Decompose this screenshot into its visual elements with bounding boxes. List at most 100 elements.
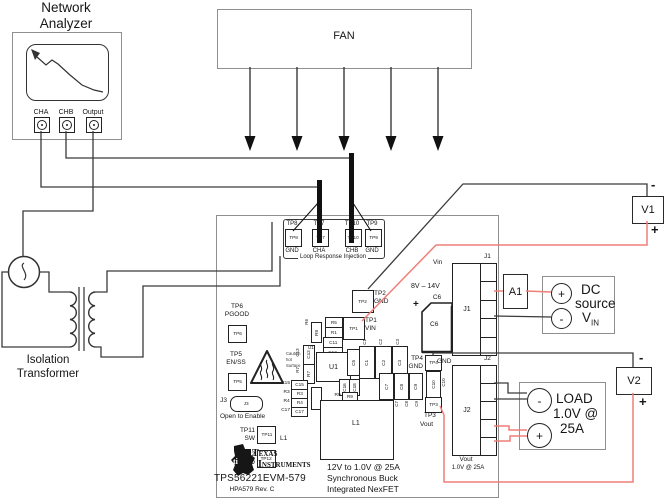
loop-col1-top-label: TP8 [286,221,298,227]
cha-connector [34,117,50,133]
tp6-pad: TP6 [228,325,247,343]
board-desc-line3: Integrated NexFET [327,484,399,494]
j3-jumper: J3 [230,396,263,412]
j1-pin-strip [480,263,497,356]
output-connector [86,117,102,133]
transformer-coils-icon [69,287,96,351]
tp11-net-label: SW [244,435,255,442]
j1-voltage-range: 8V – 14V [411,283,440,290]
load-minus-terminal-icon: - [527,388,552,413]
tp2-id-label: TP2 [374,290,386,297]
tp6-id-label: TP6 [231,303,243,310]
l1-inductor [320,400,394,460]
j3-note: Open to Enable [220,413,266,420]
c6-silkscreen: C6 [432,294,442,301]
r3-silkscreen: R3 [283,390,290,395]
port-label-chb: CHB [58,109,74,116]
loop-col3-top-label: TP10 [344,221,360,227]
caution-text-line2: hot [286,358,292,363]
connector-jack-icon [89,120,99,130]
ti-brand-line1: Texas [252,448,278,459]
tp12-pad: TP12 [257,450,276,468]
caution-text-line3: Surface [286,364,301,369]
tp5-net-label: EN/SS [226,359,246,366]
tp2-net-label: GND [374,298,389,305]
c10-component: C10 [426,371,441,399]
c9-component: C9 [409,373,423,400]
tp8-pad: TP8 [285,229,302,247]
port-label-cha: CHA [33,109,49,116]
fan-airflow-arrows-icon [244,67,444,151]
board-revision: HPA579 Rev. C [229,486,275,493]
tp2-pad: TP2 [352,290,374,313]
loop-col3-bottom-label: CHB [345,248,359,254]
tp11-pad: TP11 [257,426,276,444]
tp5-pad: TP5 [228,373,247,391]
c1-component: C1 [359,346,375,379]
c2-silkscreen: C2 [378,338,384,345]
loop-col1-bottom-label: GND [285,248,299,254]
j2-gnd-label: GND [437,358,452,365]
network-analyzer-title-line1: Network [41,0,91,15]
board-desc-line1: 12V to 1.0V @ 25A [327,462,400,472]
tp10-pad: TP10 [345,229,362,247]
r9-silkscreen: R9 [334,393,341,398]
v2-voltmeter: V2 [616,367,652,395]
r6-silkscreen: R6 [304,318,310,325]
v2-minus-label: - [639,350,644,365]
analyzer-screen [26,44,109,101]
c17-silkscreen: C17 [281,408,290,413]
loop-col2-bottom-label: CHA [312,248,326,254]
chb-connector [59,117,75,133]
ac-source-icon [7,255,41,289]
connector-jack-icon [37,120,47,130]
c6-label: C6 [430,321,439,328]
v1-voltmeter: V1 [632,196,664,224]
c7-component: C7 [379,373,394,400]
dc-plus-terminal-icon: + [551,283,572,304]
v1-minus-label: - [651,177,656,192]
ti-brand-line2: Instruments [258,459,311,470]
j1-vin-label: Vin [433,259,443,266]
port-label-output: Output [82,109,104,116]
l1-label: L1 [352,420,360,427]
c8-silkscreen: C8 [404,400,410,407]
tp3-pad: TP3 [425,397,442,413]
dc-minus-terminal-icon: - [551,308,572,329]
board-desc-line2: Synchronous Buck [327,473,398,483]
j2-top-label: J2 [484,355,491,362]
load-line1: LOAD [556,391,593,406]
tp1-id-label: TP1 [365,317,377,324]
j1-connector: J1 [452,263,482,356]
load-line3: 25A [560,421,585,436]
c17-component: C17 [291,407,308,417]
tp6-net-label: PGOOD [224,311,250,318]
tp1-net-label: VIN [365,325,376,332]
c9-silkscreen: C9 [414,400,420,407]
v2-plus-label: + [639,394,647,409]
c3-silkscreen: C3 [395,338,401,345]
c13-silkscreen: C13 [295,348,301,357]
tp12-net-label: GND [240,459,255,466]
isolation-transformer-label2: Transformer [16,368,80,380]
j2-vout-label: Vout [459,456,473,463]
c10-silkscreen: C10 [441,378,447,387]
small-component [311,387,322,410]
r4-silkscreen: R4 [283,399,290,404]
j1-top-label: J1 [484,253,491,260]
tp9-pad: TP9 [365,229,382,247]
network-analyzer-title-line2: Analyzer [39,16,93,31]
j3-left-label: J3 [220,397,227,404]
l1-silkscreen: L1 [280,435,288,442]
tp3-net-label: Vout [420,421,434,428]
load-line2: 1.0V @ [553,406,599,421]
caution-text-line1: Caution [286,352,301,357]
board-part-number: TPS56221EVM-579 [214,473,306,484]
loop-injection-label: Loop Response Injection [297,254,369,260]
tp4-id-label: TP4 [411,355,423,362]
isolation-transformer-label1: Isolation [26,354,70,366]
j2-pin-strip [480,365,497,456]
r8-component: R8 [311,322,322,343]
fan-label: FAN [333,30,355,42]
a1-ammeter: A1 [503,274,528,309]
